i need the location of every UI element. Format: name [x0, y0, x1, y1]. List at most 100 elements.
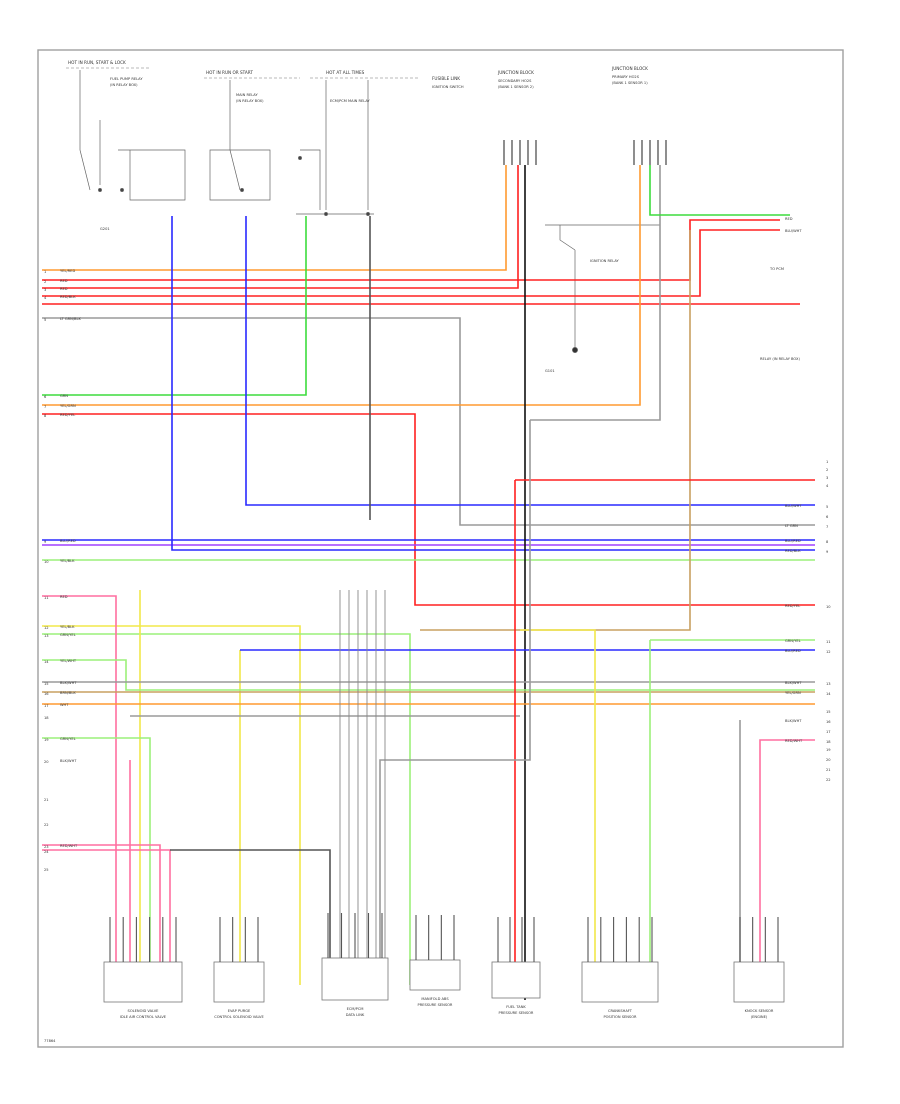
right-terminal-number: 16: [826, 720, 831, 724]
wire-pink-3: [759, 739, 815, 985]
wire-label: WHT: [60, 703, 69, 707]
bottom-components: SOLENOID VALVE IDLE AIR CONTROL VALVE EVAP…: [103, 913, 785, 1019]
right-terminal-number: 10: [826, 605, 831, 609]
wire-label: YEL/GRN: [60, 404, 76, 408]
wire-label: RED: [785, 217, 793, 221]
wire-tan-1: [420, 230, 691, 631]
top-component-c1-label: FUEL PUMP RELAY: [110, 77, 143, 81]
right-terminal-number: 9: [826, 550, 829, 554]
left-terminal-number: 16: [44, 692, 49, 696]
left-terminal-number: 9: [44, 540, 47, 544]
main-relay: [209, 80, 321, 210]
wire-blu-2: [245, 216, 815, 506]
wire-label: YEL/WHT: [60, 659, 77, 663]
left-terminal-number: 19: [44, 738, 49, 742]
right-terminal-number: 18: [826, 740, 831, 744]
left-terminal-number: 8: [44, 414, 47, 418]
wire-label: BLU/WHT: [785, 504, 802, 508]
wire-red-1: [42, 219, 780, 281]
bottom-component-box: [213, 961, 265, 1003]
header-hot-run-start: HOT IN RUN OR START: [206, 70, 253, 75]
bottom-component-label: SOLENOID VALVE: [128, 1009, 160, 1013]
bottom-component-sub: IDLE AIR CONTROL VALVE: [120, 1015, 167, 1019]
wire-yel-1: [42, 625, 301, 985]
to-pcm-label: TO PCM: [769, 267, 784, 271]
wire-harness: [42, 165, 815, 1000]
bottom-component-sub: (ENGINE): [751, 1015, 768, 1019]
top-component-c2-sub: (IN RELAY BOX): [236, 99, 264, 103]
bottom-component-label: EVAP PURGE: [228, 1009, 251, 1013]
left-terminal-number: 6: [44, 395, 47, 399]
bottom-component-label: ECM/PCM: [347, 1007, 364, 1011]
wire-grn-1: [42, 216, 307, 396]
ignition-relay-label: IGNITION RELAY: [590, 259, 620, 263]
wire-grn-yel-1: [42, 659, 815, 691]
wire-label: RED: [60, 287, 68, 291]
wire-blu-1: [171, 216, 815, 551]
wire-label: RED/BLK: [60, 295, 76, 299]
right-terminal-number: 6: [826, 515, 829, 519]
left-terminal-numbers: 1234567891011121314151617181920212223242…: [44, 270, 49, 872]
left-terminal-number: 2: [44, 280, 46, 284]
right-terminal-number: 7: [826, 525, 828, 529]
wire-yel-grn-2: [42, 633, 411, 985]
wire-label: RED/YEL: [60, 413, 75, 417]
wire-gray-1: [530, 165, 661, 421]
wire-yel-grn-1: [42, 165, 641, 406]
header-junction-right: JUNCTION BLOCK: [611, 66, 648, 71]
wire-label: BLK/WHT: [785, 719, 802, 723]
left-terminal-number: 7: [44, 405, 46, 409]
wire-gray-4: [379, 420, 531, 985]
wire-blk-3: [170, 849, 331, 985]
header-junction-left: JUNCTION BLOCK: [497, 70, 534, 75]
wire-label: BLU/WHT: [785, 229, 802, 233]
wire-label: LT GRN/BLK: [60, 317, 81, 321]
left-terminal-number: 13: [44, 634, 49, 638]
wire-label: BLU/RED: [60, 539, 76, 543]
right-terminal-number: 15: [826, 710, 831, 714]
left-terminal-number: 4: [44, 296, 47, 300]
bottom-component-box: [491, 961, 541, 999]
wire-red-3: [42, 229, 780, 297]
wire-label: BLU/RED: [785, 649, 801, 653]
wire-label: YEL/RED: [60, 269, 75, 273]
wire-label: BLK/WHT: [60, 681, 77, 685]
right-terminal-number: 22: [826, 778, 831, 782]
left-terminal-number: 24: [44, 850, 49, 854]
wire-label: GRN/YEL: [785, 639, 801, 643]
left-terminal-number: 1: [44, 270, 46, 274]
wire-label: GRN/YEL: [60, 737, 76, 741]
bottom-component-box: [321, 957, 389, 1001]
right-terminal-number: 20: [826, 758, 831, 762]
right-terminal-number: 4: [826, 484, 829, 488]
left-terminal-number: 22: [44, 823, 49, 827]
wire-red-5: [42, 595, 117, 985]
wire-grn-3: [42, 737, 151, 985]
top-component-c4-label: IGNITION SWITCH: [432, 85, 464, 89]
diagram-frame: [37, 49, 844, 1048]
left-terminal-number: 25: [44, 868, 49, 872]
right-terminal-number: 21: [826, 768, 831, 772]
pcm-main-relay: [296, 80, 374, 216]
left-terminal-number: 17: [44, 704, 49, 708]
wire-red-6: [42, 844, 161, 985]
bottom-component-box: [733, 961, 785, 1003]
ho2s-connectors: [503, 140, 667, 165]
top-component-c6-sub: (BANK 1 SENSOR 1): [612, 81, 648, 85]
right-terminal-number: 17: [826, 730, 831, 734]
bottom-component-sub: DATA LINK: [346, 1013, 365, 1017]
bottom-component-box: [103, 961, 183, 1003]
wire-red-yel-1: [42, 413, 815, 606]
left-terminal-number: 14: [44, 660, 49, 664]
relay-note-label: RELAY (IN RELAY BOX): [760, 357, 800, 361]
wire-yel-4: [520, 629, 596, 985]
bottom-component-box: [409, 959, 461, 991]
right-terminal-number: 8: [826, 540, 829, 544]
bottom-component-sub: POSITION SENSOR: [603, 1015, 637, 1019]
wire-label: BLK/WHT: [785, 681, 802, 685]
bottom-component-label: KNOCK SENSOR: [745, 1009, 774, 1013]
left-terminal-number: 12: [44, 626, 49, 630]
top-component-c5-label: SECONDARY HO2S: [498, 79, 532, 83]
